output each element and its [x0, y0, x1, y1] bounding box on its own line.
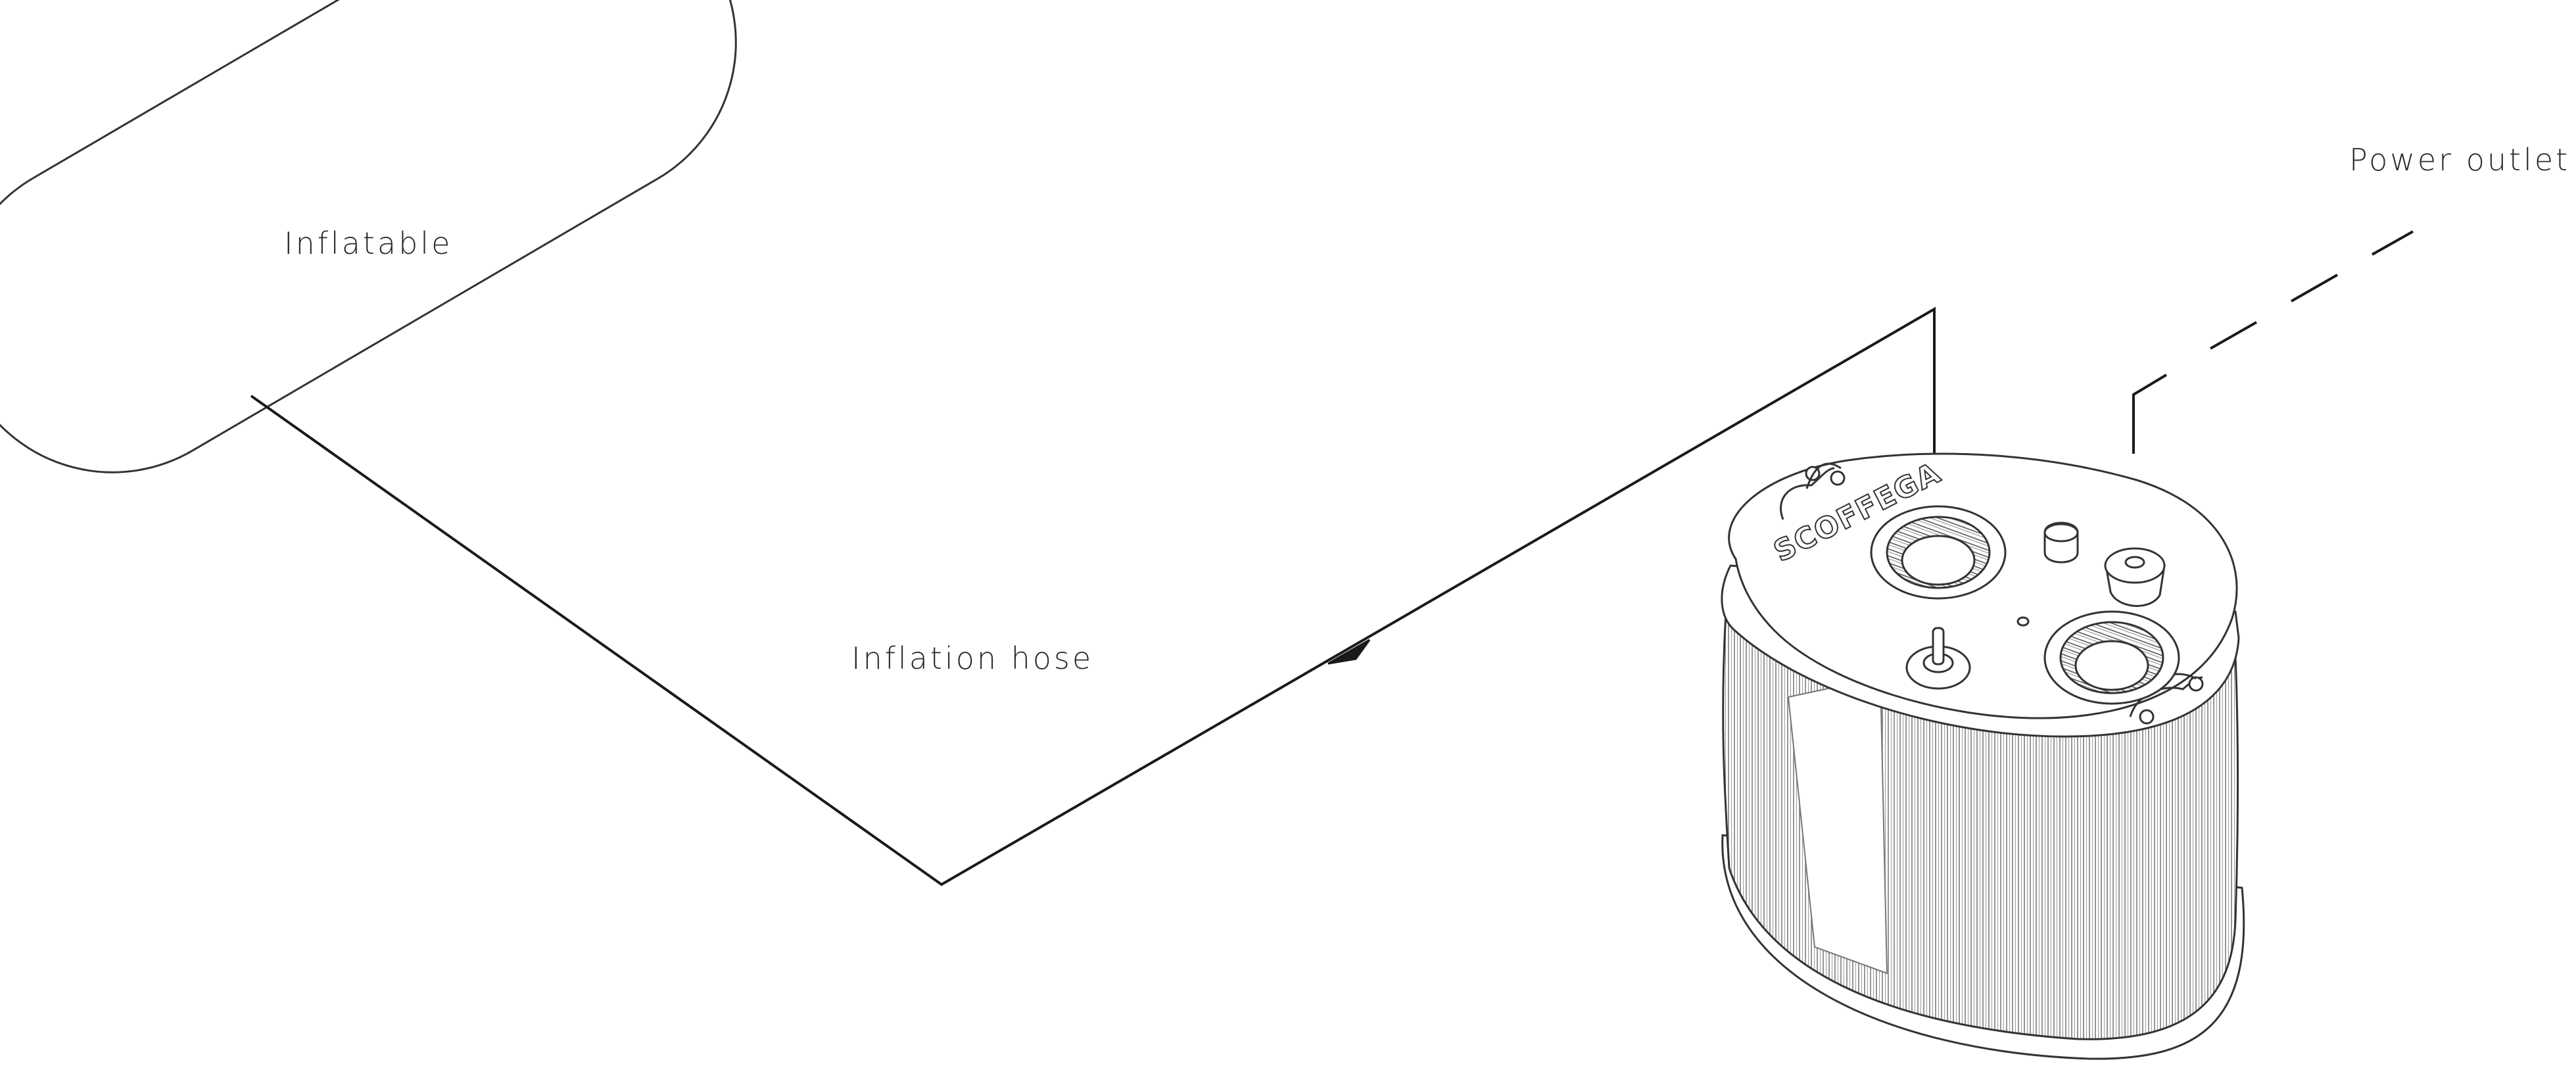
inflation-hose-label: Inflation hose: [851, 641, 1094, 676]
inflatable-label: Inflatable: [284, 226, 453, 261]
flow-arrow-icon: [1327, 639, 1371, 665]
inflation-hose-line: [250, 306, 1936, 886]
inflatable-shape: [0, 0, 737, 473]
power-outlet-label: Power outlet: [2349, 142, 2571, 178]
power-cable-line: [2132, 230, 2414, 526]
blower-unit: [1721, 452, 2245, 1060]
